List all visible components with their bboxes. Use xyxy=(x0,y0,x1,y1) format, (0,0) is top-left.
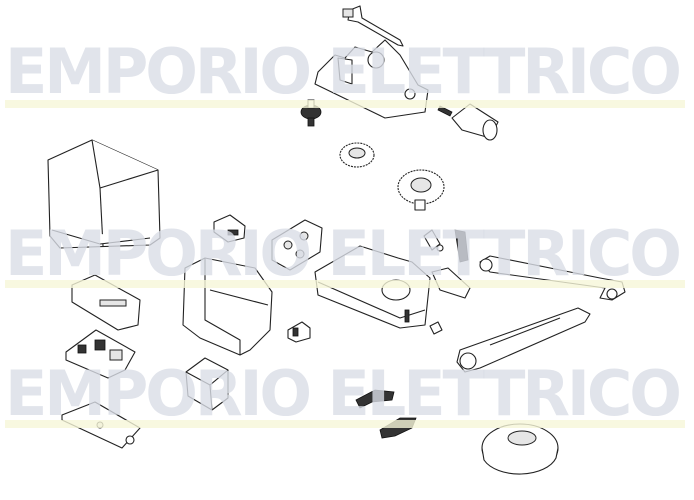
watermark-underline xyxy=(5,100,685,108)
watermark-text: EMPORIO ELETTRICO xyxy=(5,357,685,430)
round-base xyxy=(481,423,559,475)
watermark-underline xyxy=(5,280,685,288)
motor xyxy=(437,103,499,141)
watermark-text: EMPORIO ELETTRICO xyxy=(5,217,685,290)
control-board xyxy=(65,329,136,379)
transformer xyxy=(185,357,229,411)
spring-parts xyxy=(423,229,469,263)
mounting-bracket xyxy=(271,219,323,271)
connector-block xyxy=(213,214,246,243)
spindle-assembly xyxy=(342,5,404,47)
terminal-connector xyxy=(287,321,443,343)
large-gear xyxy=(397,169,445,211)
watermark-text: EMPORIO ELETTRICO xyxy=(5,35,685,108)
motor-cover xyxy=(47,139,161,249)
terminal-cover xyxy=(71,274,141,331)
straight-arm xyxy=(456,307,591,373)
watermark-underline xyxy=(5,420,685,428)
watermark: EMPORIO ELETTRICO EMPORIO ELETTRICO EMPO… xyxy=(5,35,685,430)
intermediate-gear xyxy=(339,142,375,168)
upper-gearbox-housing xyxy=(314,39,429,119)
